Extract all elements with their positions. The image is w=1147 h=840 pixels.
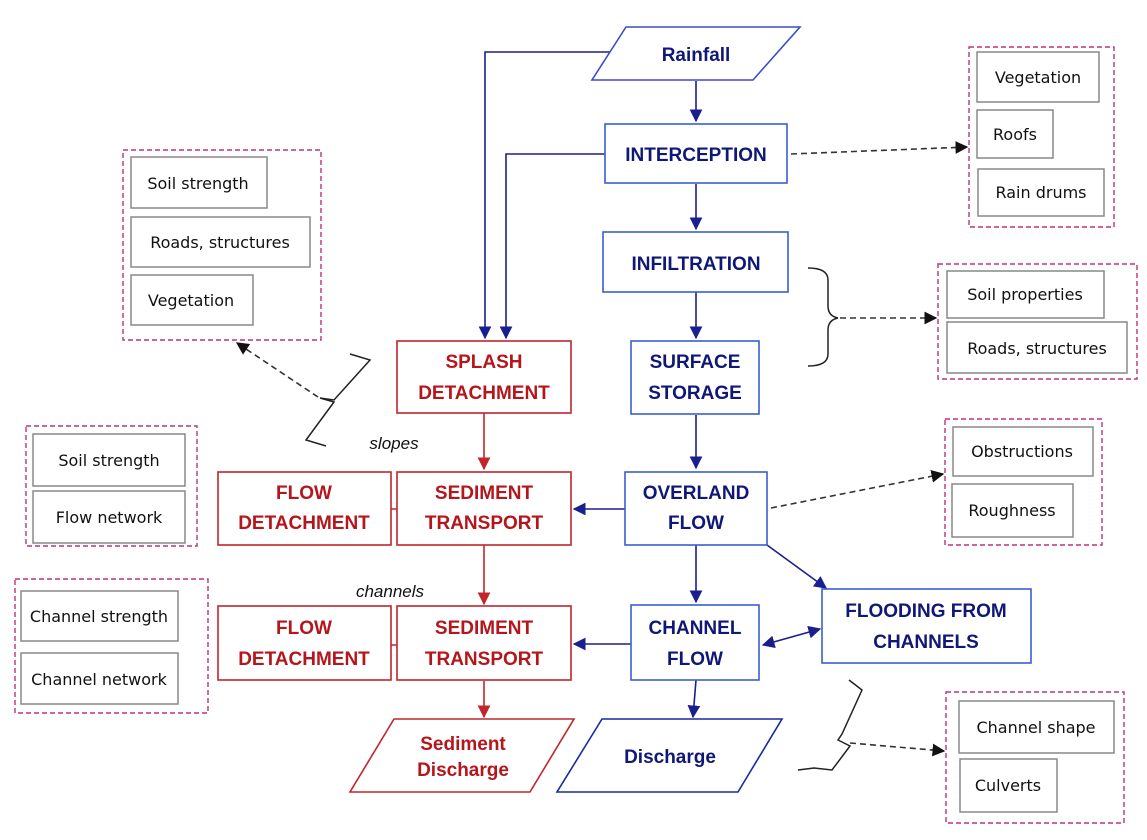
factor-box [130, 274, 254, 326]
overland-flow-label-2: FLOW [668, 513, 724, 534]
edge-interception-to-splash [499, 153, 605, 340]
node-interception[interactable]: INTERCEPTION [604, 123, 788, 184]
factor-group-overland: Obstructions Roughness [944, 418, 1103, 546]
splash-label-2: DETACHMENT [418, 383, 550, 404]
factor-box [20, 590, 179, 642]
edge-rainfall-to-splash [478, 51, 610, 340]
factor-label: Culverts [975, 776, 1041, 795]
factor-label: Channel network [31, 670, 167, 689]
factor-box [130, 156, 268, 209]
factor-label: Vegetation [995, 68, 1081, 87]
node-flow-detachment-channels[interactable]: FLOW DETACHMENT [217, 605, 392, 681]
factor-group-channel-sediment: Channel strength Channel network [14, 578, 209, 714]
flooding-label-2: CHANNELS [873, 632, 979, 653]
node-sediment-transport-channels[interactable]: SEDIMENT TRANSPORT [396, 605, 572, 681]
link-splash-factors [235, 342, 319, 398]
factor-box [130, 216, 311, 268]
link-interception-factors [790, 141, 969, 155]
node-infiltration[interactable]: INFILTRATION [602, 231, 789, 293]
flooding-label-1: FLOODING FROM [845, 601, 1006, 622]
interception-label: INTERCEPTION [625, 145, 766, 166]
factor-label: Soil strength [58, 451, 159, 470]
node-sediment-discharge[interactable]: Sediment Discharge [348, 718, 576, 793]
node-splash-detachment[interactable]: SPLASH DETACHMENT [396, 340, 572, 414]
sediment-transport-slopes-label-2: TRANSPORT [425, 513, 544, 534]
infiltration-label: INFILTRATION [631, 254, 760, 275]
edge-channel-flow-flooding-exchange [761, 625, 822, 649]
brace-infiltration [807, 267, 839, 367]
factor-label: Vegetation [148, 291, 234, 310]
channels-label: channels [356, 582, 425, 601]
factor-label: Channel strength [30, 607, 168, 626]
factor-label: Rain drums [995, 183, 1086, 202]
sediment-discharge-label-2: Discharge [417, 760, 509, 781]
factor-box [946, 321, 1128, 374]
link-overland-factors [770, 469, 945, 509]
factor-box [32, 490, 186, 544]
surface-storage-label-1: SURFACE [650, 352, 741, 373]
factor-label: Channel shape [976, 718, 1095, 737]
overland-flow-label-1: OVERLAND [643, 483, 750, 504]
factor-group-slope-flow: Soil strength Flow network [25, 425, 198, 547]
node-sediment-transport-slopes[interactable]: SEDIMENT TRANSPORT [396, 471, 572, 546]
flow-detachment-slopes-label-2: DETACHMENT [238, 513, 370, 534]
factor-box [946, 270, 1105, 319]
slopes-label: slopes [369, 434, 419, 453]
flow-detachment-channels-label-1: FLOW [276, 618, 332, 639]
factor-group-infiltration: Soil properties Roads, structures [937, 263, 1138, 380]
factor-box [951, 483, 1074, 538]
surface-storage-label-2: STORAGE [648, 383, 742, 404]
factor-box [20, 652, 179, 705]
factor-label: Roughness [968, 501, 1055, 520]
node-surface-storage[interactable]: SURFACE STORAGE [630, 340, 760, 415]
factor-box [976, 109, 1054, 159]
edge-overland-to-flooding [766, 544, 828, 589]
node-discharge[interactable]: Discharge [555, 718, 784, 793]
link-channel-flow-factors [849, 742, 946, 757]
factor-box [958, 700, 1115, 754]
node-flow-detachment-slopes[interactable]: FLOW DETACHMENT [217, 471, 392, 546]
flow-detachment-channels-label-2: DETACHMENT [238, 649, 370, 670]
node-flooding-from-channels[interactable]: FLOODING FROM CHANNELS [821, 588, 1032, 664]
node-channel-flow[interactable]: CHANNEL FLOW [630, 604, 760, 681]
factor-label: Obstructions [971, 442, 1073, 461]
influence-links [235, 141, 969, 771]
sediment-transport-channels-label-2: TRANSPORT [425, 649, 544, 670]
edge-channel-flow-to-discharge [687, 679, 701, 719]
factor-box [32, 433, 186, 487]
factor-label: Flow network [56, 508, 163, 527]
factor-box [976, 51, 1100, 103]
rainfall-label: Rainfall [662, 45, 731, 66]
splash-label-1: SPLASH [445, 352, 522, 373]
factor-label: Soil strength [147, 174, 248, 193]
factor-box [977, 168, 1105, 217]
sediment-transport-slopes-label-1: SEDIMENT [435, 483, 534, 504]
factor-label: Soil properties [967, 285, 1083, 304]
discharge-label: Discharge [624, 747, 716, 768]
brace-splash [304, 353, 372, 447]
factor-box [959, 758, 1058, 813]
sediment-discharge-label-1: Sediment [420, 734, 506, 755]
factor-label: Roads, structures [150, 233, 290, 252]
factor-group-channel-flow: Channel shape Culverts [945, 691, 1125, 824]
factor-box [952, 426, 1094, 477]
sediment-transport-channels-label-1: SEDIMENT [435, 618, 534, 639]
flow-detachment-slopes-label-1: FLOW [276, 483, 332, 504]
factor-label: Roofs [993, 125, 1037, 144]
node-rainfall[interactable]: Rainfall [590, 26, 802, 81]
factor-label: Roads, structures [967, 339, 1107, 358]
edges-water [478, 51, 828, 719]
factor-group-interception: Vegetation Roofs Rain drums [968, 46, 1115, 228]
channel-flow-label-2: FLOW [667, 649, 723, 670]
channel-flow-label-1: CHANNEL [649, 618, 742, 639]
node-overland-flow[interactable]: OVERLAND FLOW [624, 471, 768, 546]
factor-group-splash: Soil strength Roads, structures Vegetati… [122, 149, 322, 341]
brace-channel-flow [797, 679, 863, 771]
